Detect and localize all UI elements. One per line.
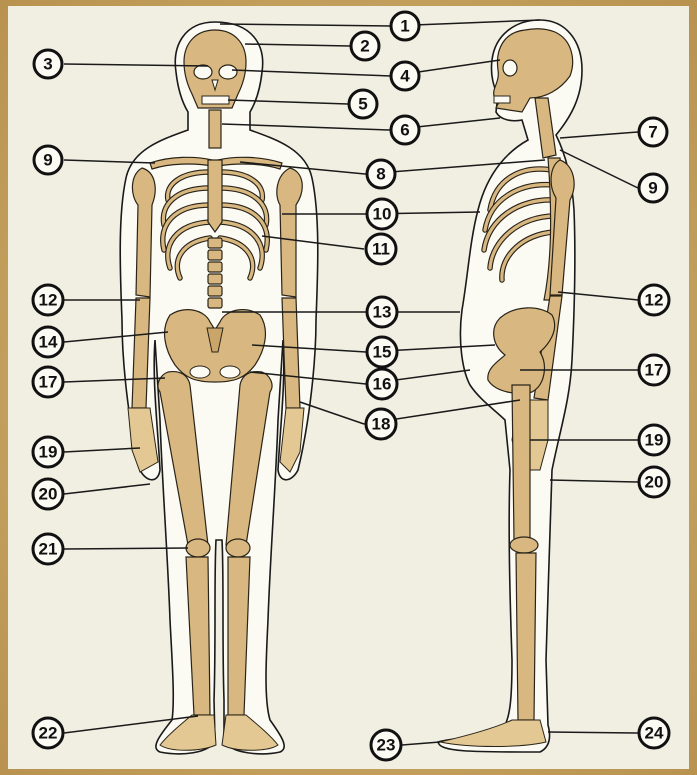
callout-marker-20-front: 20 — [33, 479, 63, 509]
callout-label: 9 — [648, 179, 657, 198]
front-patella-right — [226, 539, 250, 557]
callout-marker-11: 11 — [366, 234, 396, 264]
callout-label: 9 — [43, 151, 52, 170]
callout-label: 2 — [360, 37, 369, 56]
callout-marker-14: 14 — [33, 327, 63, 357]
front-neck-vertebrae — [209, 110, 221, 148]
callout-label: 12 — [645, 291, 664, 310]
callout-label: 17 — [645, 361, 664, 380]
callout-marker-6: 6 — [391, 116, 419, 144]
callout-marker-17-side: 17 — [639, 355, 669, 385]
callout-label: 17 — [39, 373, 58, 392]
callout-marker-16: 16 — [367, 369, 397, 399]
callout-marker-3: 3 — [34, 50, 62, 78]
side-view — [438, 20, 582, 752]
side-eye-orbit — [503, 60, 517, 76]
callout-marker-9-side: 9 — [639, 174, 667, 202]
callout-label: 5 — [358, 95, 367, 114]
callout-label: 12 — [39, 291, 58, 310]
callout-label: 8 — [376, 165, 385, 184]
callout-marker-12-front: 12 — [33, 285, 63, 315]
front-obturator-right — [220, 366, 240, 378]
callout-label: 18 — [372, 415, 391, 434]
callout-label: 4 — [400, 67, 410, 86]
callout-marker-4: 4 — [391, 62, 419, 90]
front-eye-orbit-left — [194, 65, 212, 79]
callout-marker-5: 5 — [349, 90, 377, 118]
callout-marker-22: 22 — [33, 718, 63, 748]
callout-marker-7: 7 — [639, 118, 667, 146]
callout-marker-2: 2 — [351, 32, 379, 60]
side-teeth — [494, 96, 510, 103]
callout-marker-19-front: 19 — [33, 437, 63, 467]
callout-marker-13: 13 — [367, 297, 397, 327]
front-view — [120, 22, 318, 754]
callout-label: 14 — [39, 333, 58, 352]
callout-label: 7 — [648, 123, 657, 142]
side-patella — [510, 537, 538, 553]
callout-marker-10: 10 — [367, 199, 397, 229]
callout-label: 11 — [372, 240, 390, 259]
front-patella-left — [186, 539, 210, 557]
callout-label: 21 — [39, 540, 58, 559]
callout-label: 1 — [400, 17, 409, 36]
callout-marker-23: 23 — [371, 730, 401, 760]
callout-label: 20 — [39, 485, 58, 504]
callout-marker-19-side: 19 — [639, 425, 669, 455]
callout-label: 19 — [645, 431, 664, 450]
front-teeth — [202, 96, 229, 104]
callout-label: 15 — [373, 343, 392, 362]
callout-label: 19 — [39, 443, 58, 462]
callout-marker-8: 8 — [367, 160, 395, 188]
callout-label: 6 — [400, 121, 409, 140]
callout-label: 20 — [645, 473, 664, 492]
front-sternum — [208, 160, 222, 232]
callout-label: 10 — [373, 205, 392, 224]
callout-marker-20-side: 20 — [639, 467, 669, 497]
side-femur — [512, 385, 530, 540]
callout-label: 13 — [373, 303, 392, 322]
callout-label: 16 — [373, 375, 392, 394]
callout-label: 24 — [645, 724, 664, 743]
callout-label: 22 — [39, 724, 58, 743]
callout-marker-21: 21 — [33, 534, 63, 564]
front-obturator-left — [190, 366, 210, 378]
callout-marker-18: 18 — [366, 409, 396, 439]
callout-marker-15: 15 — [367, 337, 397, 367]
callout-marker-1: 1 — [391, 12, 419, 40]
callout-marker-24: 24 — [639, 718, 669, 748]
side-foot — [440, 720, 546, 747]
callout-marker-17-front: 17 — [33, 367, 63, 397]
front-eye-orbit-right — [219, 65, 237, 79]
side-tibia — [516, 553, 536, 720]
callout-label: 23 — [377, 736, 396, 755]
callout-label: 3 — [43, 55, 52, 74]
callout-marker-12-side: 12 — [639, 285, 669, 315]
callout-marker-9-front: 9 — [34, 146, 62, 174]
